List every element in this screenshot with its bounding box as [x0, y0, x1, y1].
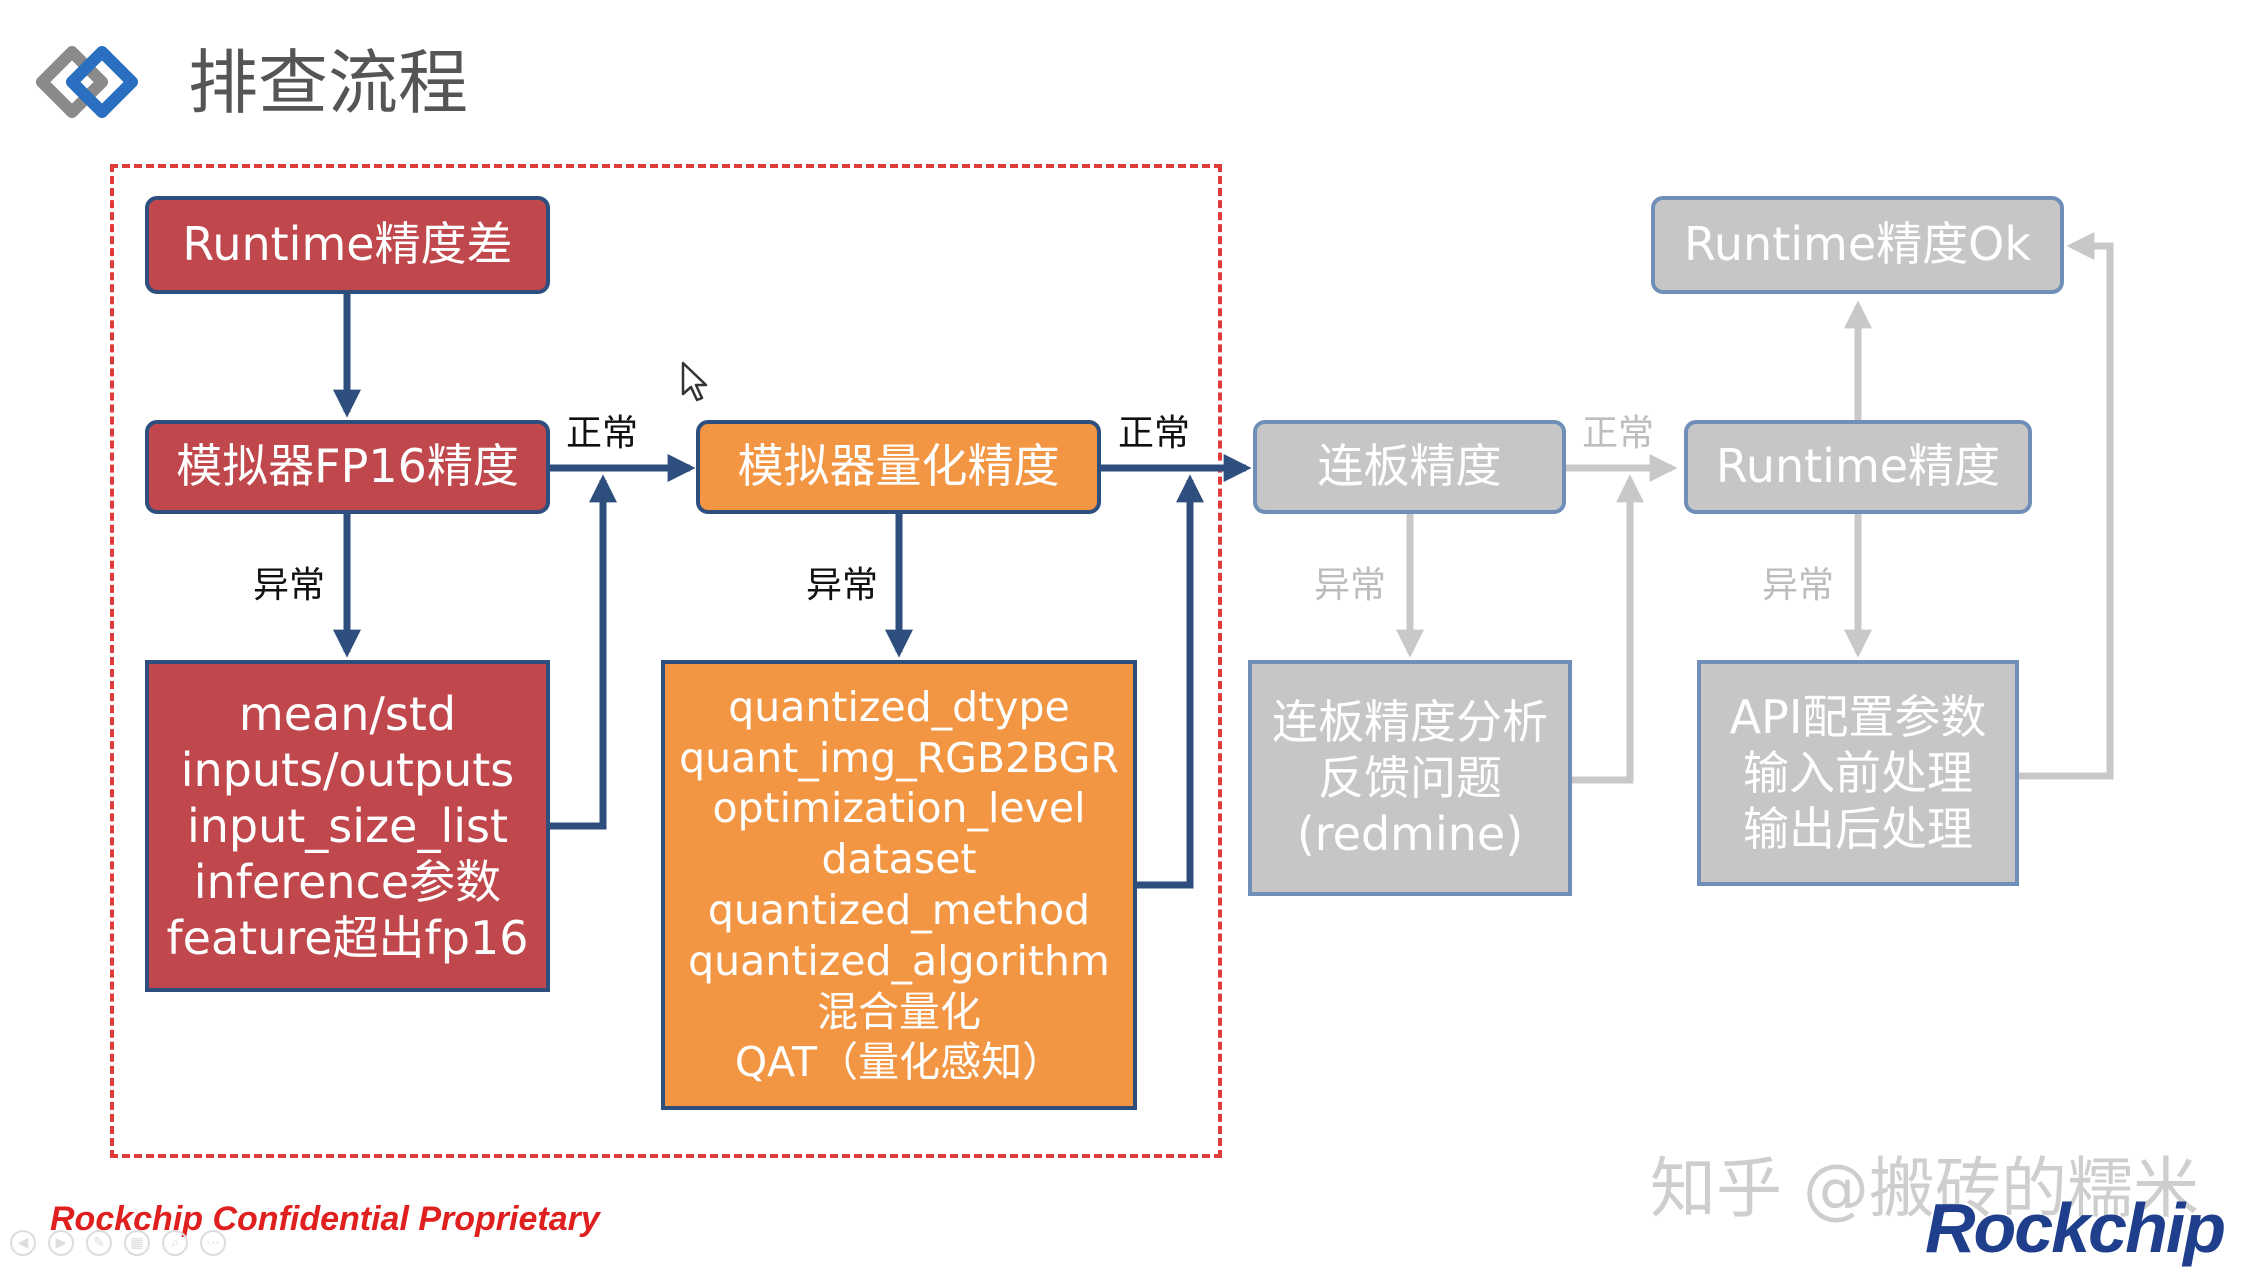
watermark: 知乎 @搬砖的糯米: [1650, 1150, 2199, 1227]
edge-label-abnormal-2: 异常: [806, 565, 879, 606]
node-fp16-checks: mean/std inputs/outputs input_size_list …: [145, 660, 550, 992]
node-sim-quant: 模拟器量化精度: [696, 420, 1101, 514]
simulator-stage-region: [110, 164, 1222, 1158]
next-slide-icon[interactable]: ▶: [48, 1230, 74, 1256]
node-runtime-ok-label: Runtime精度Ok: [1684, 217, 2031, 272]
node-board-accuracy: 连板精度: [1253, 420, 1566, 514]
edge-label-abnormal-1: 异常: [253, 565, 326, 606]
pen-icon[interactable]: ✎: [86, 1230, 112, 1256]
page-title: 排查流程: [188, 42, 468, 124]
edge-checks-loop: [549, 474, 617, 830]
node-sim-fp16-label: 模拟器FP16精度: [176, 439, 519, 494]
node-sim-quant-label: 模拟器量化精度: [737, 439, 1060, 494]
edge-params-loop: [1137, 474, 1204, 889]
edge-label-normal-1: 正常: [566, 413, 639, 454]
edge-analysis-loop: [1572, 474, 1644, 784]
edge-label-abnormal-3: 异常: [1314, 565, 1387, 606]
slides-grid-icon[interactable]: ▦: [124, 1230, 150, 1256]
edge-api-loop: [2019, 232, 2114, 780]
node-runtime-poor: Runtime精度差: [145, 196, 550, 294]
node-runtime-ok: Runtime精度Ok: [1651, 196, 2064, 294]
prev-slide-icon[interactable]: ◀: [10, 1230, 36, 1256]
edge-label-abnormal-4: 异常: [1762, 565, 1835, 606]
node-runtime-accuracy: Runtime精度: [1684, 420, 2032, 514]
more-options-icon[interactable]: ⋯: [200, 1230, 226, 1256]
presentation-toolbar[interactable]: ◀ ▶ ✎ ▦ ⌕ ⋯: [10, 1230, 226, 1256]
node-quant-params: quantized_dtype quant_img_RGB2BGR optimi…: [661, 660, 1137, 1110]
node-board-analysis-label: 连板精度分析 反馈问题 (redmine): [1272, 694, 1548, 862]
node-sim-fp16: 模拟器FP16精度: [145, 420, 550, 514]
node-fp16-checks-label: mean/std inputs/outputs input_size_list …: [166, 686, 529, 966]
edge-label-normal-3: 正常: [1582, 413, 1655, 454]
node-board-accuracy-label: 连板精度: [1317, 439, 1502, 494]
node-board-analysis: 连板精度分析 反馈问题 (redmine): [1248, 660, 1572, 896]
node-quant-params-label: quantized_dtype quant_img_RGB2BGR optimi…: [679, 682, 1119, 1087]
node-runtime-accuracy-label: Runtime精度: [1715, 439, 2001, 494]
node-api-config: API配置参数 输入前处理 输出后处理: [1697, 660, 2019, 886]
edge-label-normal-2: 正常: [1118, 413, 1191, 454]
node-runtime-poor-label: Runtime精度差: [182, 217, 513, 272]
brand-logo: Rockchip: [1925, 1189, 2226, 1267]
double-diamond-logo-icon: [36, 46, 138, 118]
zoom-icon[interactable]: ⌕: [162, 1230, 188, 1256]
mouse-pointer-icon: [681, 361, 708, 402]
node-api-config-label: API配置参数 输入前处理 输出后处理: [1729, 689, 1987, 857]
